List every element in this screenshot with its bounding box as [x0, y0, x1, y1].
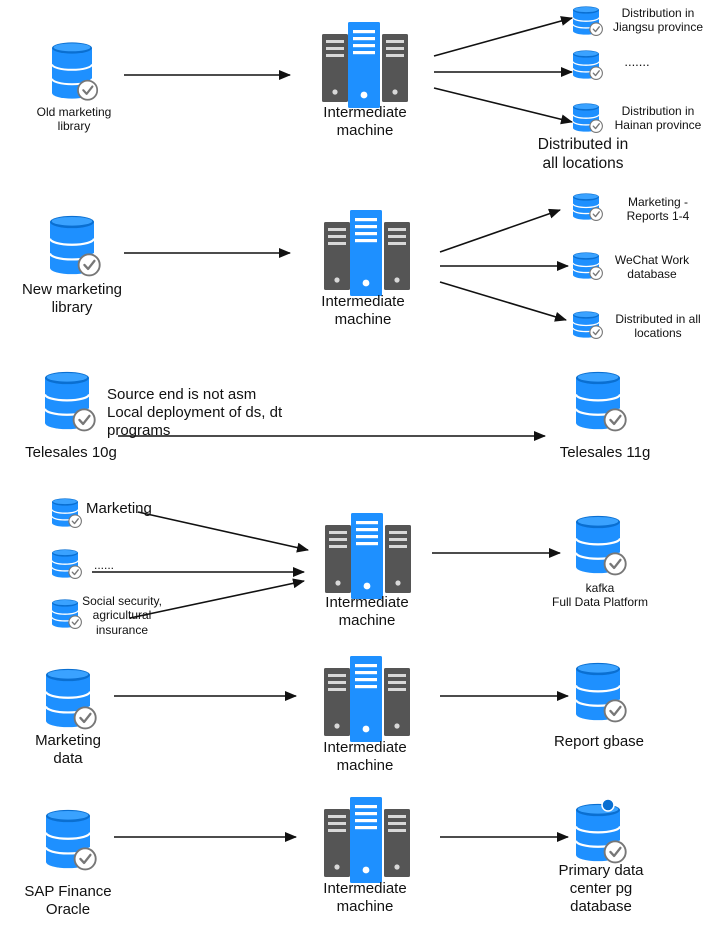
target-label-hainan: Distribution in Hainan province [614, 104, 702, 133]
jiangsu-database-icon [572, 6, 603, 36]
intermediate-machine-label: Intermediate machine [321, 293, 405, 328]
kafka-database-icon [574, 515, 627, 576]
distributed-database-icon [572, 311, 603, 339]
marketing-data-database-icon [44, 668, 97, 730]
target-label-primary-pg-database: Primary data center pg database [558, 862, 644, 915]
source-label-social-security: Social security, agricultural insurance [82, 594, 162, 637]
arrow-social-security-to-intermediate [129, 578, 305, 619]
target-label-kafka: kafka Full Data Platform [551, 581, 649, 610]
new-marketing-library-database-icon [48, 215, 101, 277]
source-label-telesales-10g: Telesales 10g [25, 444, 117, 461]
target-label-report-gbase: Report gbase [553, 733, 645, 750]
report-gbase-database-icon [574, 662, 627, 723]
intermediate-machine-label: Intermediate machine [325, 594, 409, 629]
intermediate-machine-server-icon [324, 797, 410, 883]
ellipsis-source-database-icon [51, 549, 82, 579]
old-marketing-library-database-icon [51, 42, 99, 101]
source-label-sap-finance-oracle: SAP Finance Oracle [24, 883, 112, 918]
status-dot-icon [601, 798, 615, 812]
source-label-old-marketing-library: Old marketing library [36, 105, 112, 134]
intermediate-machine-server-icon [322, 22, 408, 108]
source-label-marketing-data: Marketing data [35, 732, 101, 767]
intermediate-machine-server-icon [324, 210, 410, 296]
distributed-all-locations-label: Distributed in all locations [537, 136, 629, 172]
target-label-ellipsis: ....... [624, 54, 650, 69]
target-label-jiangsu: Distribution in Jiangsu province [612, 6, 704, 35]
sap-finance-oracle-database-icon [44, 809, 97, 871]
arrow-marketing-to-intermediate [137, 511, 309, 553]
source-label-ellipsis: ...... [94, 558, 115, 572]
intermediate-machine-label: Intermediate machine [323, 880, 407, 915]
primary-pg-database-icon [574, 803, 627, 864]
target-label-telesales-11g: Telesales 11g [559, 444, 651, 461]
arrow-intermediate-to-hainan [433, 87, 573, 125]
source-label-marketing: Marketing [86, 500, 152, 517]
source-label-new-marketing-library: New marketing library [21, 281, 123, 316]
arrow-intermediate-to-jiangsu [433, 16, 573, 57]
telesales-11g-database-icon [574, 371, 627, 432]
marketing-source-database-icon [51, 498, 82, 528]
ellipsis-database-icon [572, 50, 603, 80]
intermediate-machine-label: Intermediate machine [323, 104, 407, 139]
telesales-10g-database-icon [43, 371, 96, 432]
telesales-note: Source end is not asm Local deployment o… [107, 386, 283, 439]
target-label-wechat-work: WeChat Work database [614, 253, 690, 282]
social-security-database-icon [51, 599, 82, 629]
intermediate-machine-label: Intermediate machine [323, 739, 407, 774]
arrow-intermediate-to-marketing-reports [439, 208, 561, 253]
intermediate-machine-server-icon [325, 513, 411, 599]
marketing-reports-database-icon [572, 193, 603, 221]
target-label-marketing-reports: Marketing - Reports 1-4 [626, 195, 690, 224]
hainan-database-icon [572, 103, 603, 133]
wechat-work-database-icon [572, 252, 603, 280]
target-label-distributed-all: Distributed in all locations [615, 312, 701, 341]
intermediate-machine-server-icon [324, 656, 410, 742]
arrow-intermediate-to-distributed [439, 281, 567, 322]
